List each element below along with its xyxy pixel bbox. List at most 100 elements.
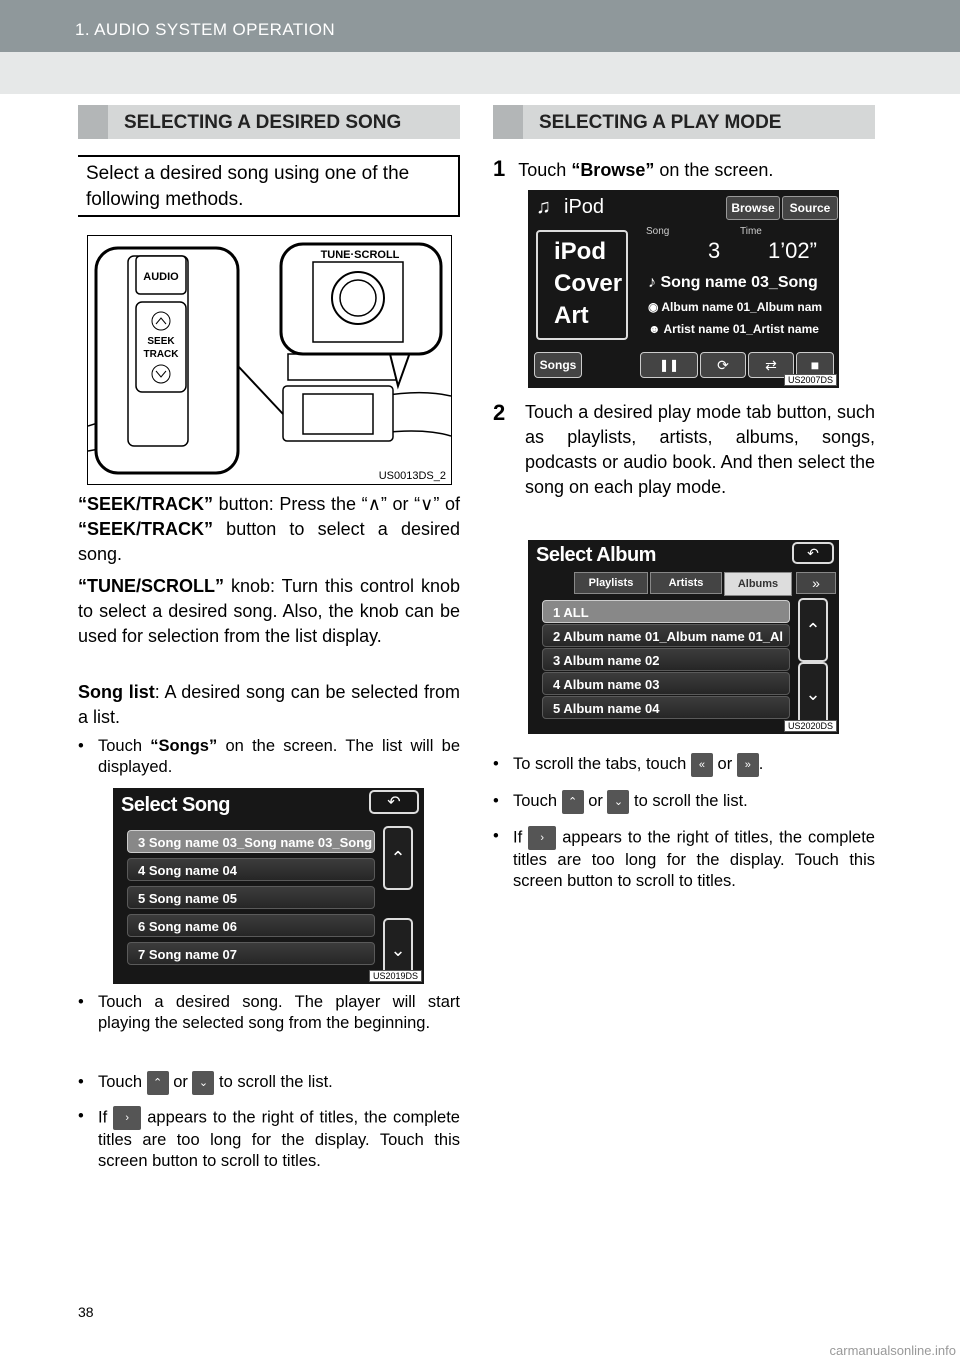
figure1-caption: US0013DS_2 (375, 470, 449, 482)
time-label: Time (740, 226, 762, 237)
figure-ipod-screen: ♫ iPod Browse Source Song Time 3 1’02” i… (528, 190, 839, 388)
scroll-up-button[interactable]: ⌃ (798, 598, 828, 662)
tab-albums[interactable]: Albums (724, 572, 792, 596)
seek-track-term: “SEEK/TRACK” (78, 494, 214, 514)
song-row[interactable]: 7 Song name 07 (127, 942, 375, 965)
seek-down-symbol: ∨ (420, 494, 434, 514)
audio-button-label: AUDIO (143, 271, 179, 283)
select-song-title: Select Song (121, 794, 230, 816)
song-name-text: Song name 03_Song (660, 274, 818, 291)
tab-scroll-right-button[interactable]: » (796, 572, 836, 594)
song-row[interactable]: 3 Song name 03_Song name 03_Song (127, 830, 375, 853)
artist-name: ☻ Artist name 01_Artist name (648, 322, 819, 336)
back-button[interactable]: ↶ (792, 542, 834, 564)
step-text: on the screen. (654, 160, 774, 180)
bullet-text: to scroll the list. (629, 792, 748, 810)
bullet-text: or (583, 792, 608, 810)
song-list-paragraph: Song list: A desired song can be selecte… (78, 680, 460, 730)
step-2: 2 Touch a desired play mode tab button, … (493, 400, 875, 500)
song-row[interactable]: 6 Song name 06 (127, 914, 375, 937)
bullet-text: To scroll the tabs, touch (513, 755, 691, 773)
scroll-up-button[interactable]: ⌃ (383, 826, 413, 890)
bullet-icon: • (78, 1073, 84, 1091)
bullet-text: on the screen. The list will be displaye… (98, 737, 460, 776)
scroll-down-icon: ⌄ (192, 1070, 215, 1095)
step-number: 2 (493, 400, 506, 425)
header-subbar (0, 52, 960, 94)
seek-text-1: button: Press the “ (213, 494, 368, 514)
source-button[interactable]: Source (782, 196, 838, 220)
browse-term: “Browse” (571, 160, 655, 180)
album-row[interactable]: 2 Album name 01_Album name 01_Al (542, 624, 790, 647)
album-name-text: Album name 01_Album nam (661, 300, 823, 314)
bullet-text: Touch (98, 1073, 147, 1091)
repeat-button[interactable]: ⟳ (700, 352, 746, 378)
tune-scroll-paragraph: “TUNE/SCROLL” knob: Turn this control kn… (78, 574, 460, 649)
song-row[interactable]: 5 Song name 05 (127, 886, 375, 909)
figure-select-song-screen: Select Song ↶ 3 Song name 03_Song name 0… (113, 788, 424, 984)
song-row[interactable]: 4 Song name 04 (127, 858, 375, 881)
bullet-text: Touch a desired song. The player will st… (98, 993, 460, 1032)
scroll-up-icon: ⌃ (561, 789, 584, 814)
album-row[interactable]: 1 ALL (542, 600, 790, 623)
album-icon: ◉ (648, 300, 662, 314)
tab-playlists[interactable]: Playlists (574, 572, 648, 594)
more-icon: › (528, 826, 557, 850)
note-icon: ♪ (648, 274, 661, 291)
artist-name-text: Artist name 01_Artist name (663, 322, 819, 336)
song-name: ♪ Song name 03_Song (648, 274, 818, 292)
scroll-down-button[interactable]: ⌄ (798, 662, 828, 726)
bullet-text: appears to the right of titles, the comp… (98, 1108, 460, 1170)
tab-left-icon: « (690, 752, 713, 777)
cover-line: Cover (554, 270, 623, 297)
scroll-up-icon: ⌃ (146, 1070, 169, 1095)
bullet-touch-song: • Touch a desired song. The player will s… (78, 992, 460, 1034)
section-marker (493, 105, 523, 139)
bullet-text: to scroll the list. (214, 1073, 333, 1091)
album-name: ◉ Album name 01_Album nam (648, 300, 822, 314)
tune-scroll-term: “TUNE/SCROLL” (78, 576, 224, 596)
bullet-text: Touch (513, 792, 562, 810)
step-1: 1 Touch “Browse” on the screen. (493, 156, 875, 183)
album-row[interactable]: 4 Album name 03 (542, 672, 790, 695)
tab-artists[interactable]: Artists (650, 572, 722, 594)
song-number: 3 (708, 238, 721, 263)
seek-text-4: button to select a desired song. (78, 519, 460, 564)
bullet-text: If (98, 1108, 114, 1127)
bullet-text: Touch (98, 737, 151, 755)
bullet-text: appears to the right of titles, the comp… (513, 828, 875, 890)
bullet-text: . (758, 755, 764, 773)
bullet-touch-songs: •Touch “Songs” on the screen. The list w… (78, 736, 460, 778)
album-row[interactable]: 3 Album name 02 (542, 648, 790, 671)
page-number: 38 (78, 1304, 94, 1320)
seek-text-2: ” or “ (380, 494, 421, 514)
bullet-icon: • (78, 993, 84, 1011)
watermark: carmanualsonline.info (829, 1343, 956, 1358)
section-header-selecting-song: SELECTING A DESIRED SONG (78, 105, 460, 139)
intro-text: Select a desired song using one of the f… (86, 163, 410, 210)
seek-up-symbol: ∧ (367, 494, 381, 514)
bullet-icon: • (493, 755, 499, 773)
figure2-caption: US2019DS (368, 970, 422, 982)
bullet-scroll-tabs: •To scroll the tabs, touch « or ». (493, 752, 875, 777)
album-row[interactable]: 5 Album name 04 (542, 696, 790, 719)
artist-icon: ☻ (648, 322, 664, 336)
shuffle-button[interactable]: ⇄ (748, 352, 794, 378)
back-button[interactable]: ↶ (369, 790, 419, 814)
step-text: Touch (518, 160, 572, 180)
bullet-text: If (513, 828, 529, 847)
figure-control-panel: AUDIO SEEK TRACK TUNE·SCROLL US0013DS_2 (87, 235, 452, 485)
figure3-caption: US2007DS (783, 374, 837, 386)
browse-button[interactable]: Browse (726, 196, 780, 220)
scroll-down-icon: ⌄ (607, 789, 630, 814)
cover-line: Art (554, 302, 589, 329)
tune-scroll-label: TUNE·SCROLL (321, 249, 400, 261)
section-title: SELECTING A PLAY MODE (539, 112, 782, 133)
chapter-title: 1. AUDIO SYSTEM OPERATION (75, 20, 336, 39)
songs-button[interactable]: Songs (534, 352, 582, 378)
pause-button[interactable]: ❚❚ (640, 352, 698, 378)
play-time: 1’02” (768, 238, 817, 263)
track-label: TRACK (144, 349, 180, 360)
song-label: Song (646, 226, 670, 237)
bullet-scroll-list: •Touch ⌃ or ⌄ to scroll the list. (493, 789, 875, 814)
